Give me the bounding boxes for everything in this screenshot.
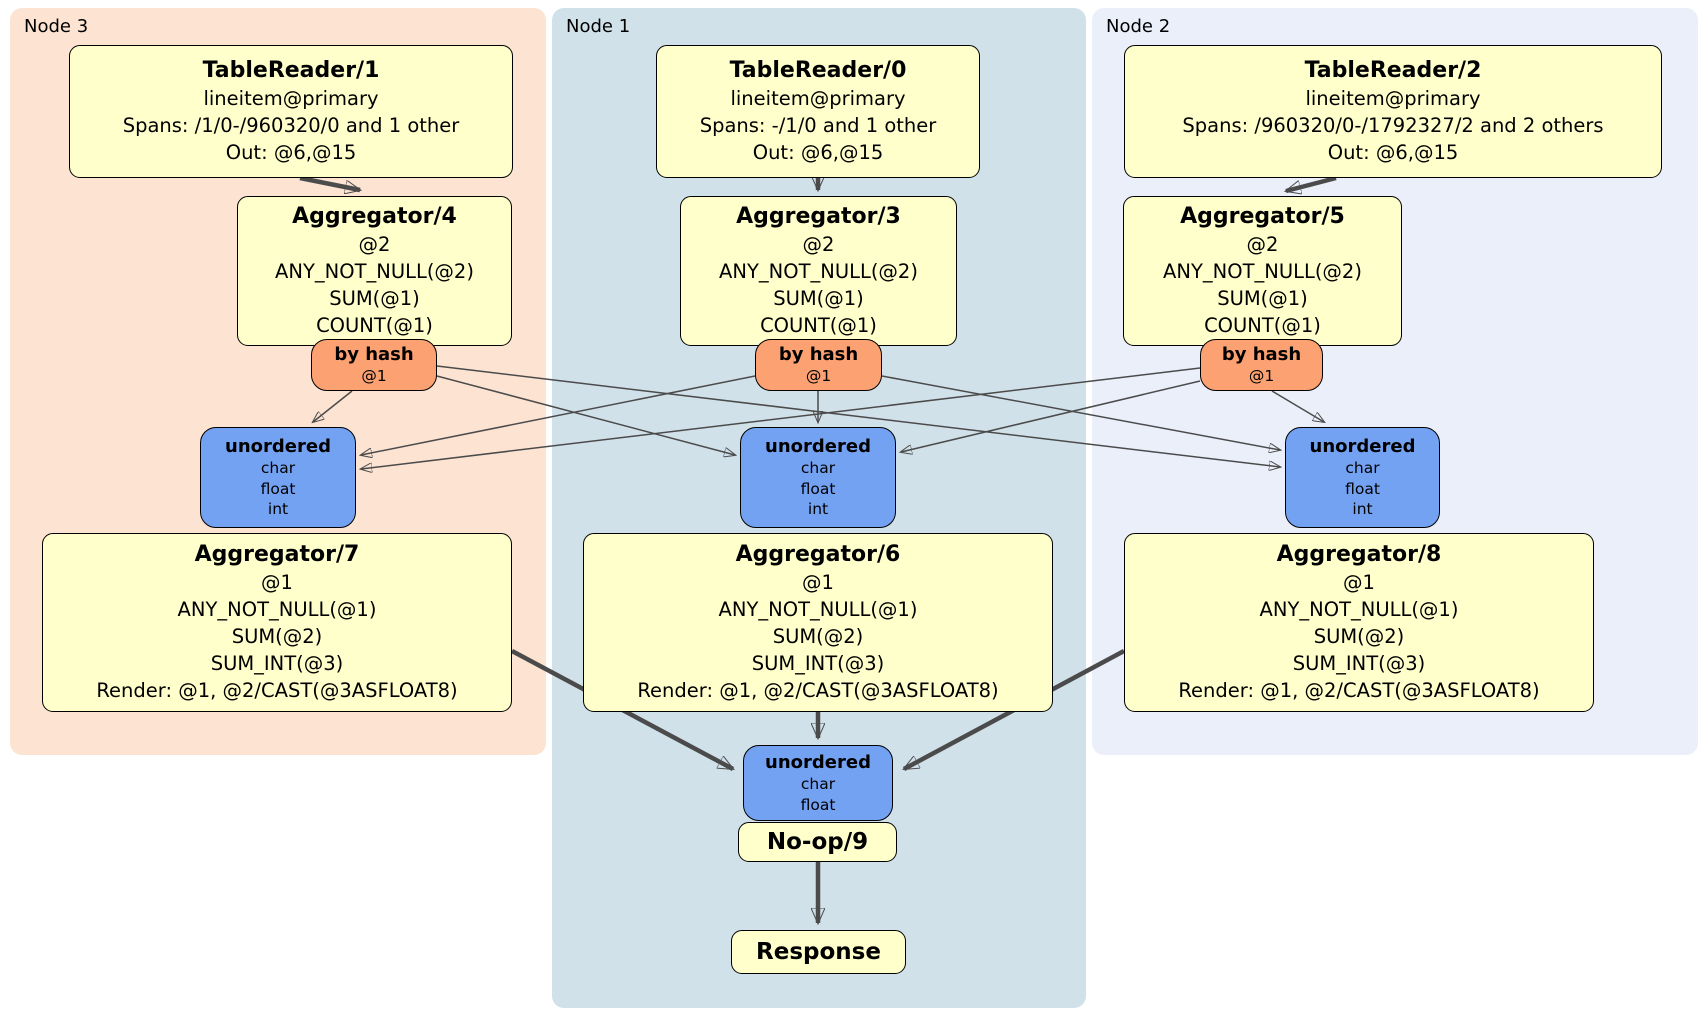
tablereader-0-out: Out: @6,@15 (752, 141, 884, 164)
aggregator-4-fn: ANY_NOT_NULL(@2) (275, 260, 474, 283)
node2-label: Node 2 (1106, 16, 1171, 37)
aggregator-5-fn: COUNT(@1) (1204, 314, 1321, 337)
aggregator-5-fn: ANY_NOT_NULL(@2) (1163, 260, 1362, 283)
tablereader-2-out: Out: @6,@15 (1327, 141, 1459, 164)
hash-router-node1-box: by hash @1 (755, 339, 882, 391)
aggregator-6-fn: SUM(@2) (772, 625, 864, 648)
unordered-sync-node1-title: unordered (765, 436, 871, 458)
unordered-sync-node3-box: unordered char float int (200, 427, 356, 528)
aggregator-8-fn: ANY_NOT_NULL(@1) (1259, 598, 1459, 621)
node1-label: Node 1 (566, 16, 631, 37)
aggregator-8-fn: SUM_INT(@3) (1292, 652, 1426, 675)
aggregator-6-render: Render: @1, @2/CAST(@3ASFLOAT8) (637, 679, 999, 702)
aggregator-8-group: @1 (1343, 571, 1375, 594)
hash-router-node2-key: @1 (1248, 367, 1275, 386)
unordered-sync-node2-col: char (1345, 459, 1380, 478)
aggregator-6-fn: ANY_NOT_NULL(@1) (718, 598, 918, 621)
unordered-sync-node3-title: unordered (225, 436, 331, 458)
tablereader-0-spans: Spans: -/1/0 and 1 other (699, 114, 937, 137)
unordered-sync-node1-col: float (800, 479, 836, 498)
tablereader-1-title: TableReader/1 (202, 58, 380, 83)
aggregator-6-title: Aggregator/6 (735, 542, 901, 567)
noop-9-box: No-op/9 (738, 822, 897, 862)
tablereader-2-box: TableReader/2 lineitem@primary Spans: /9… (1124, 45, 1662, 178)
aggregator-7-group: @1 (261, 571, 293, 594)
noop-9-title: No-op/9 (766, 829, 869, 855)
tablereader-0-box: TableReader/0 lineitem@primary Spans: -/… (656, 45, 980, 178)
aggregator-7-title: Aggregator/7 (194, 542, 360, 567)
aggregator-3-fn: SUM(@1) (773, 287, 864, 310)
aggregator-4-title: Aggregator/4 (292, 204, 457, 229)
aggregator-3-title: Aggregator/3 (736, 204, 901, 229)
unordered-final-sync-col: char (800, 775, 836, 793)
tablereader-0-title: TableReader/0 (729, 58, 907, 83)
tablereader-0-index: lineitem@primary (730, 87, 906, 110)
unordered-sync-node1-col: char (800, 459, 836, 478)
aggregator-4-fn: COUNT(@1) (316, 314, 433, 337)
aggregator-8-render: Render: @1, @2/CAST(@3ASFLOAT8) (1178, 679, 1540, 702)
node3-label: Node 3 (24, 16, 89, 37)
aggregator-3-box: Aggregator/3 @2 ANY_NOT_NULL(@2) SUM(@1)… (680, 196, 957, 346)
response-box: Response (731, 930, 906, 974)
response-title: Response (756, 939, 881, 965)
unordered-sync-node1-box: unordered char float int (740, 427, 896, 528)
aggregator-7-fn: SUM_INT(@3) (210, 652, 344, 675)
tablereader-2-index: lineitem@primary (1305, 87, 1481, 110)
unordered-sync-node3-col: int (267, 500, 289, 519)
tablereader-1-out: Out: @6,@15 (225, 141, 357, 164)
aggregator-6-box: Aggregator/6 @1 ANY_NOT_NULL(@1) SUM(@2)… (583, 533, 1053, 712)
tablereader-1-spans: Spans: /1/0-/960320/0 and 1 other (122, 114, 460, 137)
aggregator-6-fn: SUM_INT(@3) (751, 652, 885, 675)
aggregator-6-group: @1 (802, 571, 834, 594)
unordered-sync-node2-col: float (1345, 479, 1380, 498)
unordered-sync-node2-title: unordered (1309, 436, 1416, 458)
unordered-sync-node2-box: unordered char float int (1285, 427, 1440, 528)
aggregator-5-title: Aggregator/5 (1180, 204, 1345, 229)
aggregator-4-box: Aggregator/4 @2 ANY_NOT_NULL(@2) SUM(@1)… (237, 196, 512, 346)
aggregator-5-box: Aggregator/5 @2 ANY_NOT_NULL(@2) SUM(@1)… (1123, 196, 1402, 346)
aggregator-7-box: Aggregator/7 @1 ANY_NOT_NULL(@1) SUM(@2)… (42, 533, 512, 712)
hash-router-node3-key: @1 (361, 367, 387, 386)
aggregator-3-fn: COUNT(@1) (760, 314, 877, 337)
aggregator-5-group: @2 (1246, 233, 1279, 256)
aggregator-7-fn: ANY_NOT_NULL(@1) (177, 598, 377, 621)
aggregator-4-fn: SUM(@1) (329, 287, 420, 310)
unordered-sync-node3-col: char (260, 459, 296, 478)
tablereader-1-index: lineitem@primary (203, 87, 379, 110)
aggregator-8-fn: SUM(@2) (1313, 625, 1405, 648)
unordered-sync-node1-col: int (807, 500, 829, 519)
aggregator-7-render: Render: @1, @2/CAST(@3ASFLOAT8) (96, 679, 458, 702)
aggregator-3-group: @2 (802, 233, 835, 256)
aggregator-3-fn: ANY_NOT_NULL(@2) (719, 260, 918, 283)
aggregator-8-title: Aggregator/8 (1276, 542, 1442, 567)
hash-router-node2-box: by hash @1 (1200, 339, 1323, 391)
hash-router-node3-title: by hash (334, 344, 414, 366)
aggregator-7-fn: SUM(@2) (231, 625, 323, 648)
hash-router-node1-key: @1 (805, 367, 832, 386)
aggregator-8-box: Aggregator/8 @1 ANY_NOT_NULL(@1) SUM(@2)… (1124, 533, 1594, 712)
hash-router-node3-box: by hash @1 (311, 339, 437, 391)
unordered-final-sync-box: unordered char float (743, 745, 893, 821)
unordered-sync-node2-col: int (1352, 500, 1373, 519)
aggregator-5-fn: SUM(@1) (1217, 287, 1308, 310)
tablereader-1-box: TableReader/1 lineitem@primary Spans: /1… (69, 45, 513, 178)
unordered-sync-node3-col: float (260, 479, 296, 498)
hash-router-node2-title: by hash (1221, 344, 1302, 366)
hash-router-node1-title: by hash (778, 344, 859, 366)
tablereader-2-spans: Spans: /960320/0-/1792327/2 and 2 others (1182, 114, 1604, 137)
unordered-final-sync-title: unordered (765, 752, 871, 773)
unordered-final-sync-col: float (800, 795, 836, 814)
aggregator-4-group: @2 (358, 233, 391, 256)
tablereader-2-title: TableReader/2 (1304, 58, 1482, 83)
